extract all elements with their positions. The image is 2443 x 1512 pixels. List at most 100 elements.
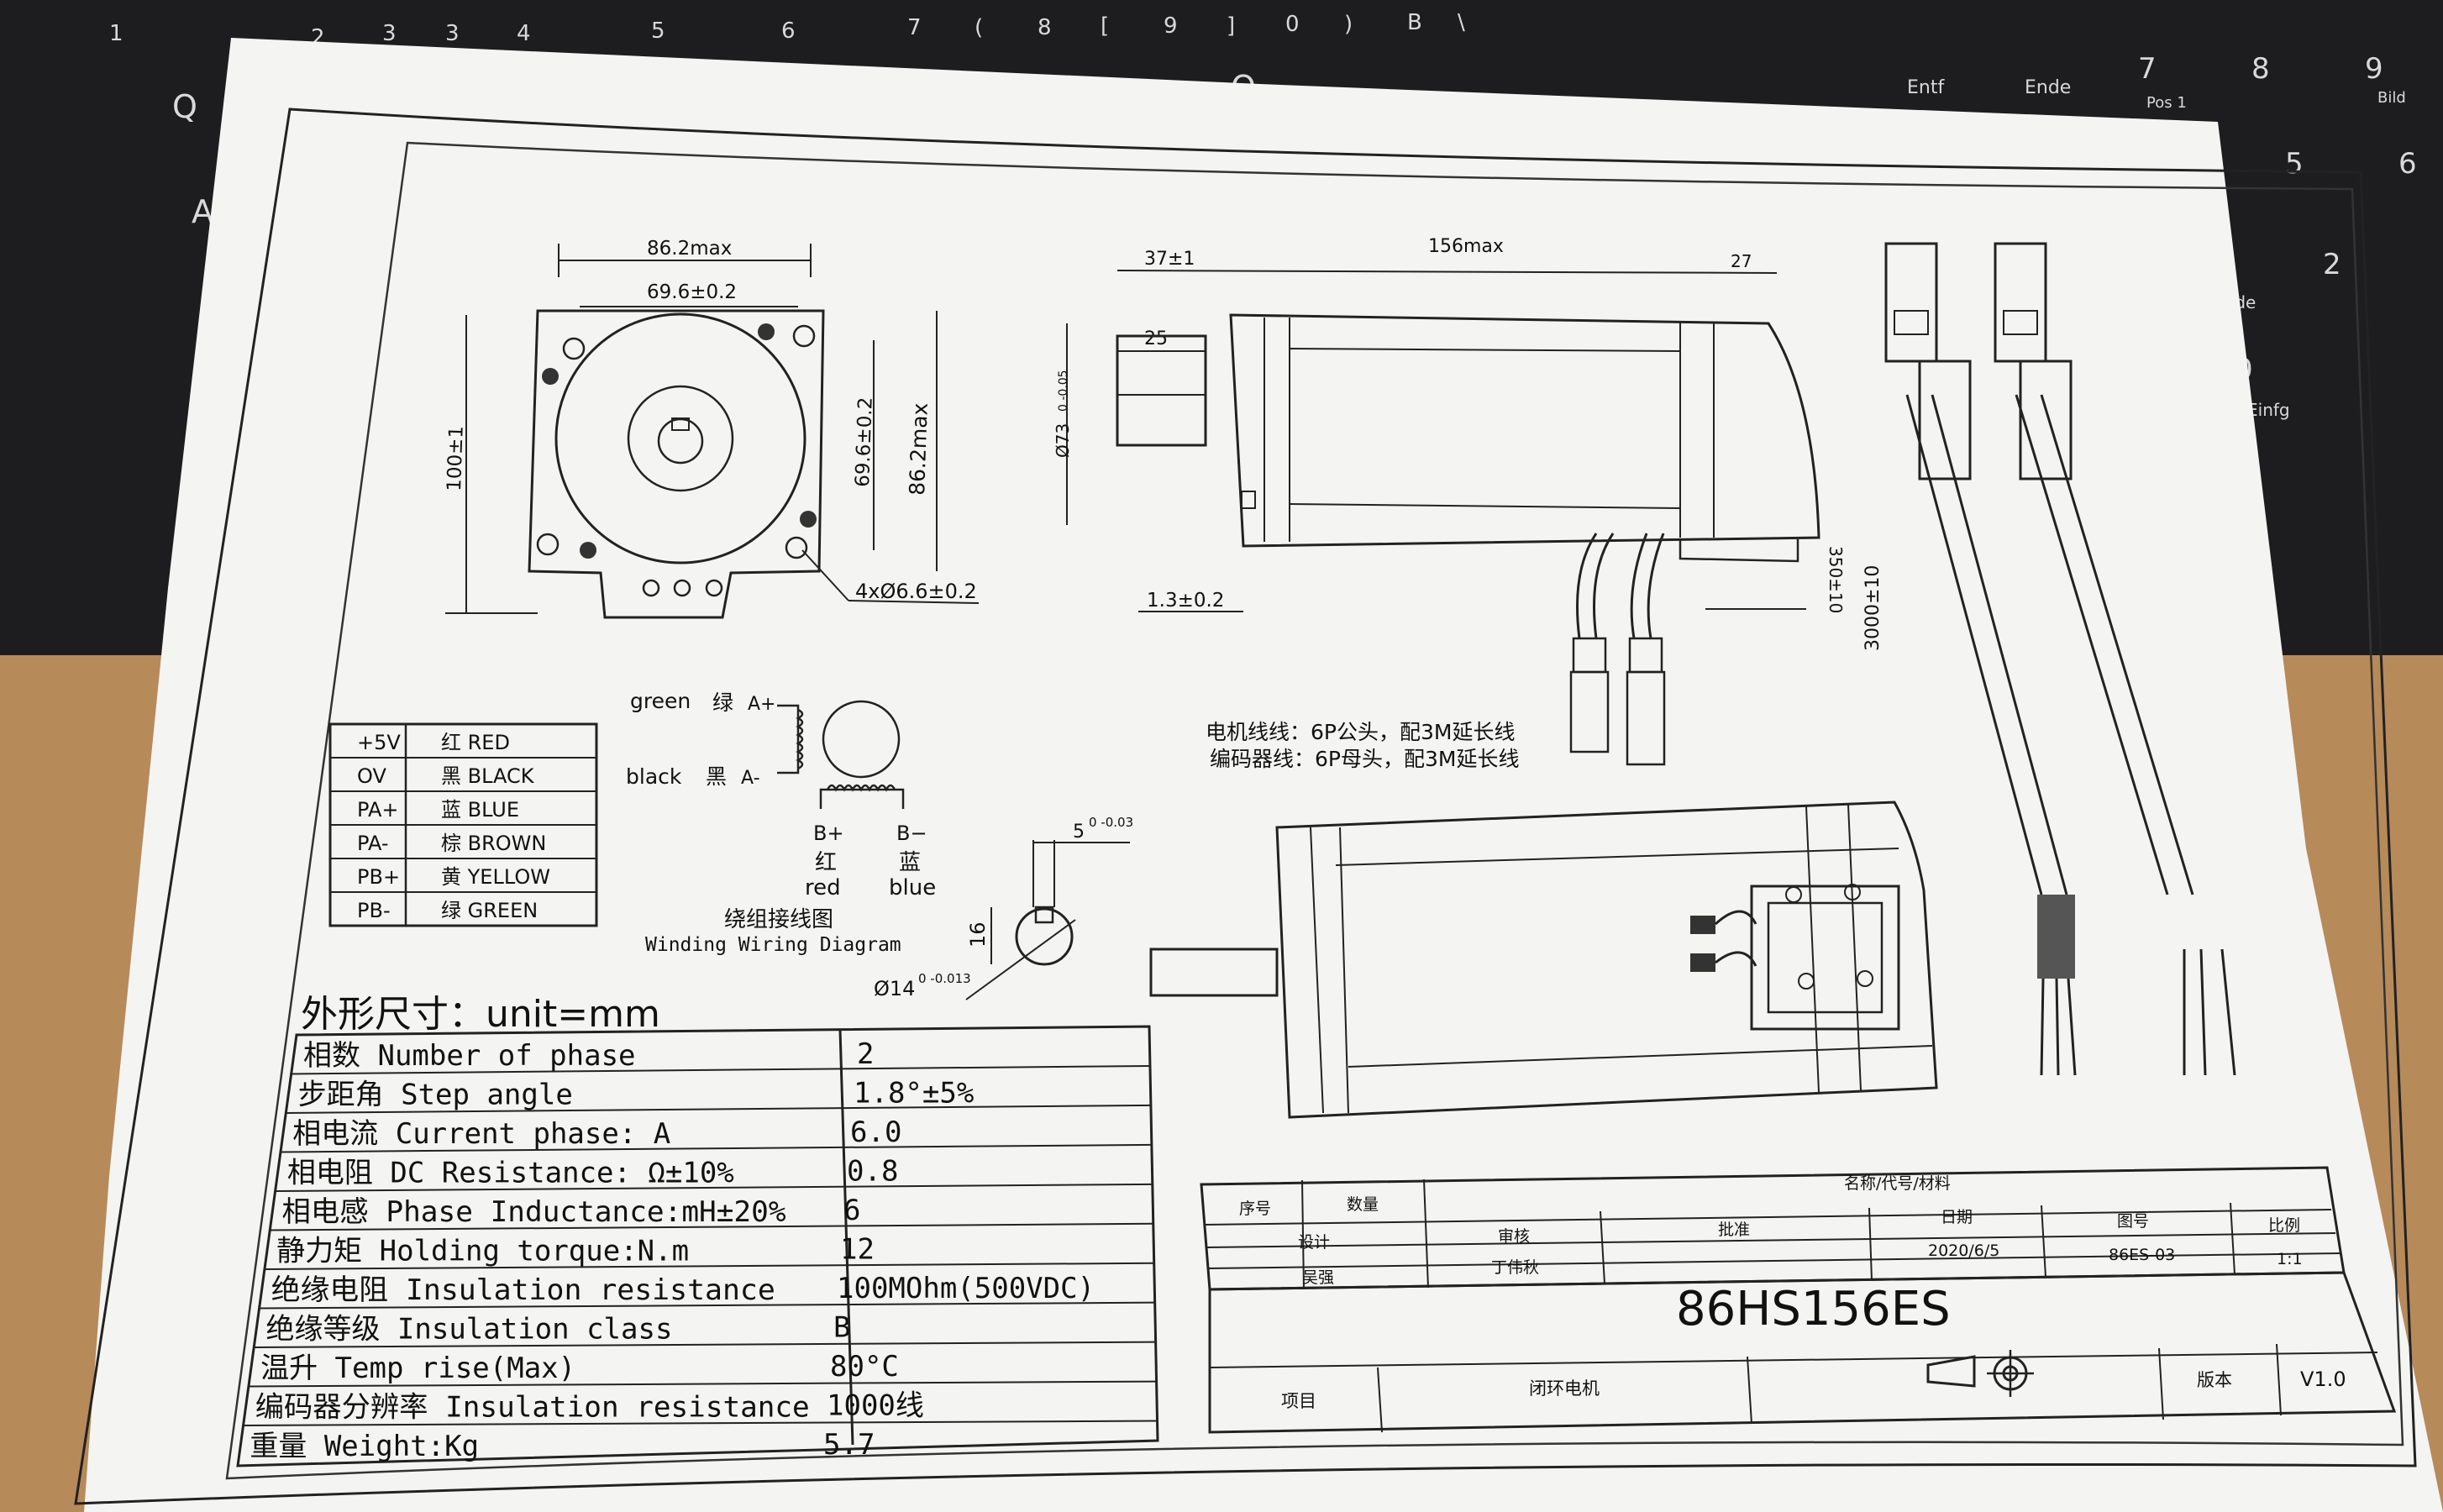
mount-hole <box>536 533 560 556</box>
winding-blue: blue <box>889 875 936 900</box>
keyboard-key: ( <box>975 15 984 40</box>
wire-signal: PB- <box>357 899 391 922</box>
winding-red: red <box>805 875 841 900</box>
paper-sheet <box>84 38 2443 1512</box>
wire-signal: OV <box>357 764 386 788</box>
connector-pin <box>705 579 723 597</box>
cable-note-2: 编码器线：6P母头，配3M延长线 <box>1210 747 1519 771</box>
tb-version: V1.0 <box>2300 1368 2346 1391</box>
spec-value: 6.0 <box>850 1116 901 1149</box>
flange-outline <box>528 309 825 619</box>
spec-label: 绝缘等级 Insulation class <box>265 1313 672 1347</box>
spec-label: 步距角 Step angle <box>298 1079 573 1112</box>
shaft-dia: Ø14 <box>874 977 915 1000</box>
keyboard-key: 3 <box>382 21 397 46</box>
keyboard-key: 4 <box>517 21 531 46</box>
spec-label: 编码器分辨率 Insulation resistance <box>255 1391 810 1425</box>
coil-b <box>826 784 896 792</box>
winding-red-cn: 红 <box>815 850 837 875</box>
screw <box>542 368 559 385</box>
dim-rear-len: 27 <box>1731 251 1752 271</box>
spec-value: 12 <box>840 1233 875 1267</box>
keyboard-key: \ <box>1458 10 1465 35</box>
spec-value: 6 <box>843 1194 860 1227</box>
drawing-inner-frame <box>225 141 2404 1480</box>
tb-drawing-no-label: 图号 <box>2117 1212 2149 1231</box>
tb-seq: 序号 <box>1239 1200 1271 1218</box>
dim-width-max: 86.2max <box>647 238 732 260</box>
keyboard-key: ] <box>1227 13 1236 39</box>
tb-scale-label: 比例 <box>2268 1216 2300 1235</box>
wire-signal: PA+ <box>357 798 398 822</box>
tb-project-label: 项目 <box>1281 1391 1316 1411</box>
projection-target-icon <box>1987 1350 2034 1397</box>
side-view: 37±1 156max 27 25 Ø73 0 -0.05 1.3±0.2 35… <box>1053 236 1846 771</box>
projection-cone-icon <box>1926 1355 1976 1388</box>
mount-hole <box>562 337 586 360</box>
spec-label: 相电流 Current phase: A <box>292 1117 670 1151</box>
title-block: 序号 数量 名称/代号/材料 设计 吴强 审核 丁伟秋 批准 日期 2020/6… <box>1200 1166 2397 1434</box>
keyboard-key: ) <box>1344 12 1353 37</box>
dim-body-len: 156max <box>1428 236 1504 257</box>
wire-color: 蓝 BLUE <box>441 798 519 822</box>
spec-value: 2 <box>857 1037 874 1071</box>
wire-color: 绿 GREEN <box>441 899 538 922</box>
shaft-section: 5 0 -0.03 16 Ø14 0 -0.013 <box>874 815 1133 1000</box>
keyboard-key: Einfg <box>2247 400 2290 420</box>
dim-ext-cable-len: 3000±10 <box>1862 565 1883 651</box>
connector-pin <box>642 579 660 597</box>
spec-value: 1.8°±5% <box>854 1077 974 1110</box>
shaft-boss <box>627 385 734 492</box>
keyboard-key: B <box>1407 10 1422 35</box>
dim-key-len: 25 <box>1144 328 1168 349</box>
keyboard-key: 6 <box>2398 147 2417 181</box>
shaft-flat: 16 <box>966 921 990 948</box>
dim-height: 100±1 <box>444 426 468 492</box>
keyboard-key: [ <box>1101 13 1110 39</box>
winding-black: black <box>626 764 682 789</box>
tb-date: 2020/6/5 <box>1928 1242 1999 1260</box>
spec-value: 0.8 <box>847 1155 898 1189</box>
dim-hole-spacing-h: 69.6±0.2 <box>647 281 737 303</box>
tb-reviewer: 丁伟秋 <box>1491 1258 1539 1277</box>
shaft-dia-tol: 0 -0.013 <box>918 971 971 986</box>
keyboard-key: 5 <box>651 18 665 44</box>
spec-value: 80°C <box>830 1350 899 1383</box>
spec-value: B <box>833 1311 850 1345</box>
spec-heading: 外形尺寸：unit=mm <box>301 993 660 1036</box>
dim-height-max: 86.2max <box>905 402 933 496</box>
dim-holes: 4xØ6.6±0.2 <box>855 580 977 603</box>
tb-version-label: 版本 <box>2197 1370 2232 1390</box>
screw <box>758 323 775 340</box>
winding-diagram: green 绿 A+ black 黑 A- B+ B− 红 蓝 red blue… <box>626 689 936 956</box>
coil-a <box>796 708 804 770</box>
tb-drawing-no: 86ES-03 <box>2109 1246 2175 1264</box>
drawing-frame <box>74 108 2417 1505</box>
wire-color: 红 RED <box>441 731 510 754</box>
dim-flange-thk: 1.3±0.2 <box>1147 590 1224 612</box>
spec-label: 静力矩 Holding torque:N.m <box>276 1235 689 1268</box>
dim-pilot-tol: 0 -0.05 <box>1057 370 1070 412</box>
tb-approve: 批准 <box>1718 1221 1750 1239</box>
spec-value: 5.7 <box>823 1428 875 1462</box>
keyboard-key: 7 <box>2138 52 2157 86</box>
dim-cable-len: 350±10 <box>1826 546 1846 613</box>
tb-date-label: 日期 <box>1941 1208 1973 1226</box>
keyboard-key: 7 <box>907 15 922 40</box>
shaft-side <box>1116 334 1207 447</box>
mount-hole <box>792 324 816 348</box>
motor-body-top <box>1275 801 1938 1119</box>
connector-pin <box>673 579 691 597</box>
winding-title-cn: 绕组接线图 <box>724 907 833 932</box>
dim-pilot-dia: Ø73 <box>1053 423 1073 458</box>
keyboard-key: Entf <box>1907 77 1945 98</box>
flange-boss <box>554 312 806 564</box>
keyboard-key: 3 <box>445 21 460 46</box>
keyboard-key: 6 <box>781 18 796 44</box>
tb-scale: 1:1 <box>2277 1250 2303 1268</box>
spec-value: 1000线 <box>827 1389 924 1423</box>
winding-title-en: Winding Wiring Diagram <box>645 934 901 956</box>
wire-signal: PA- <box>357 832 389 855</box>
